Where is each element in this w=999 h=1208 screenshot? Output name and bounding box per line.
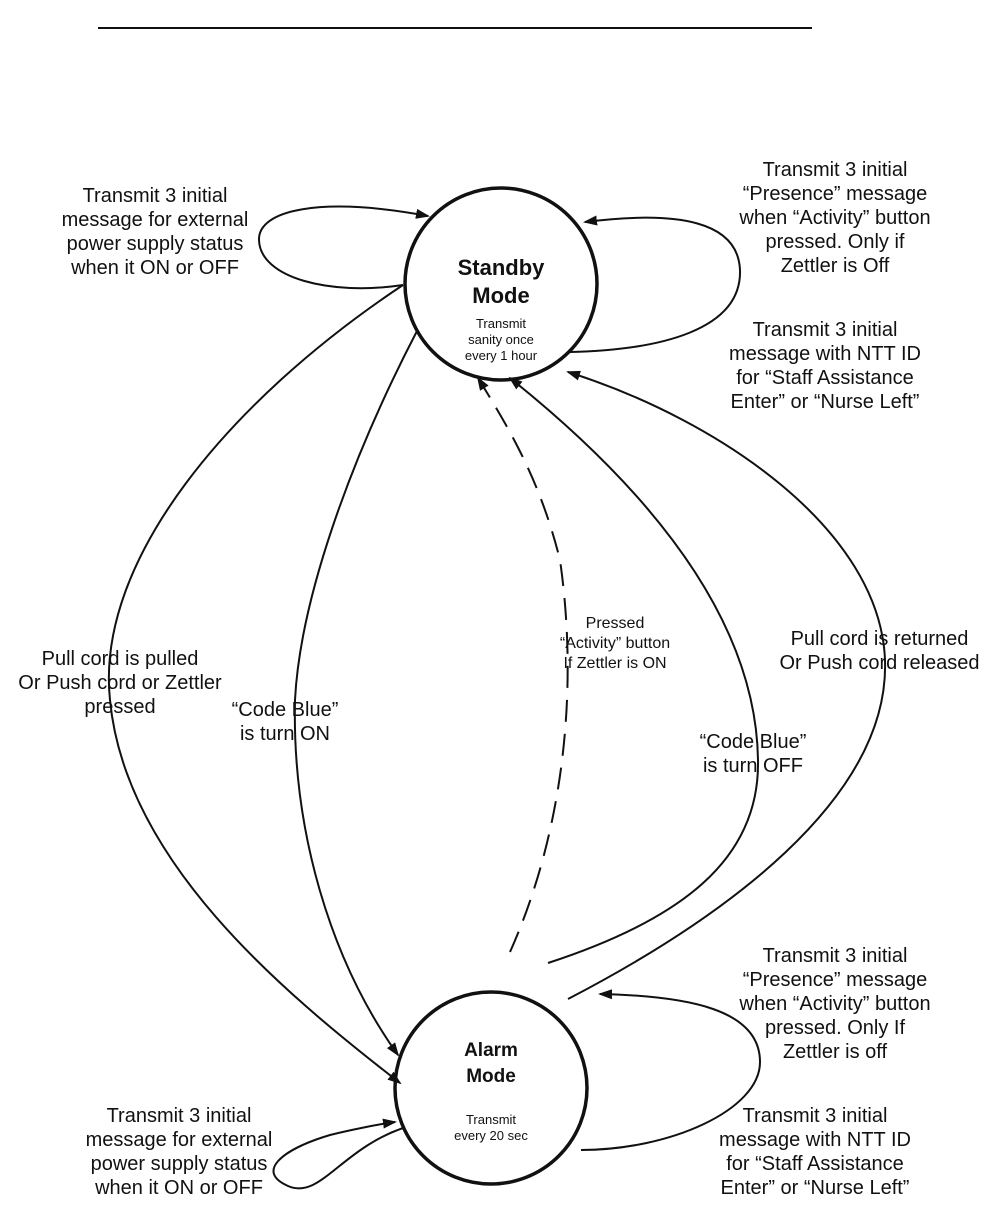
label-pull-cord-pulled: Pull cord is pulled Or Push cord or Zett… [18, 648, 222, 718]
standby-self-loop-right [569, 215, 742, 353]
standby-mode-title: Standby Mode [457, 255, 545, 308]
label-activity-pressed: Pressed “Activity” button If Zettler is … [559, 615, 671, 672]
label-standby-self-left: Transmit 3 initial message for external … [61, 185, 249, 279]
alarm-self-loop-left [272, 1118, 404, 1190]
transition-activity-pressed [476, 376, 569, 953]
transition-code-blue-off [508, 376, 760, 964]
label-alarm-self-right-ntt: Transmit 3 initial message with NTT ID f… [719, 1105, 911, 1199]
alarm-mode-circle [393, 990, 589, 1186]
transition-pull-cord-pulled [107, 284, 404, 1085]
label-alarm-self-left: Transmit 3 initial message for external … [85, 1105, 273, 1199]
label-alarm-self-right-presence: Transmit 3 initial “Presence” message wh… [739, 945, 931, 1063]
transition-pull-cord-returned [566, 370, 887, 1000]
label-standby-self-right-ntt: Transmit 3 initial message with NTT ID f… [729, 319, 921, 413]
alarm-self-loop-right [580, 989, 762, 1151]
standby-mode-circle [403, 186, 599, 382]
transition-code-blue-on [293, 330, 418, 1057]
alarm-mode-subtitle: Transmit every 20 sec [454, 1112, 528, 1143]
standby-self-loop-left [257, 205, 430, 290]
alarm-mode-title: Alarm Mode [464, 1040, 518, 1087]
label-pull-cord-returned: Pull cord is returned Or Push cord relea… [779, 628, 980, 674]
label-standby-self-right-presence: Transmit 3 initial “Presence” message wh… [739, 159, 931, 277]
standby-mode-subtitle: Transmit sanity once every 1 hour [464, 316, 538, 363]
label-code-blue-on: “Code Blue” is turn ON [231, 699, 339, 745]
label-code-blue-off: “Code Blue” is turn OFF [699, 731, 807, 777]
